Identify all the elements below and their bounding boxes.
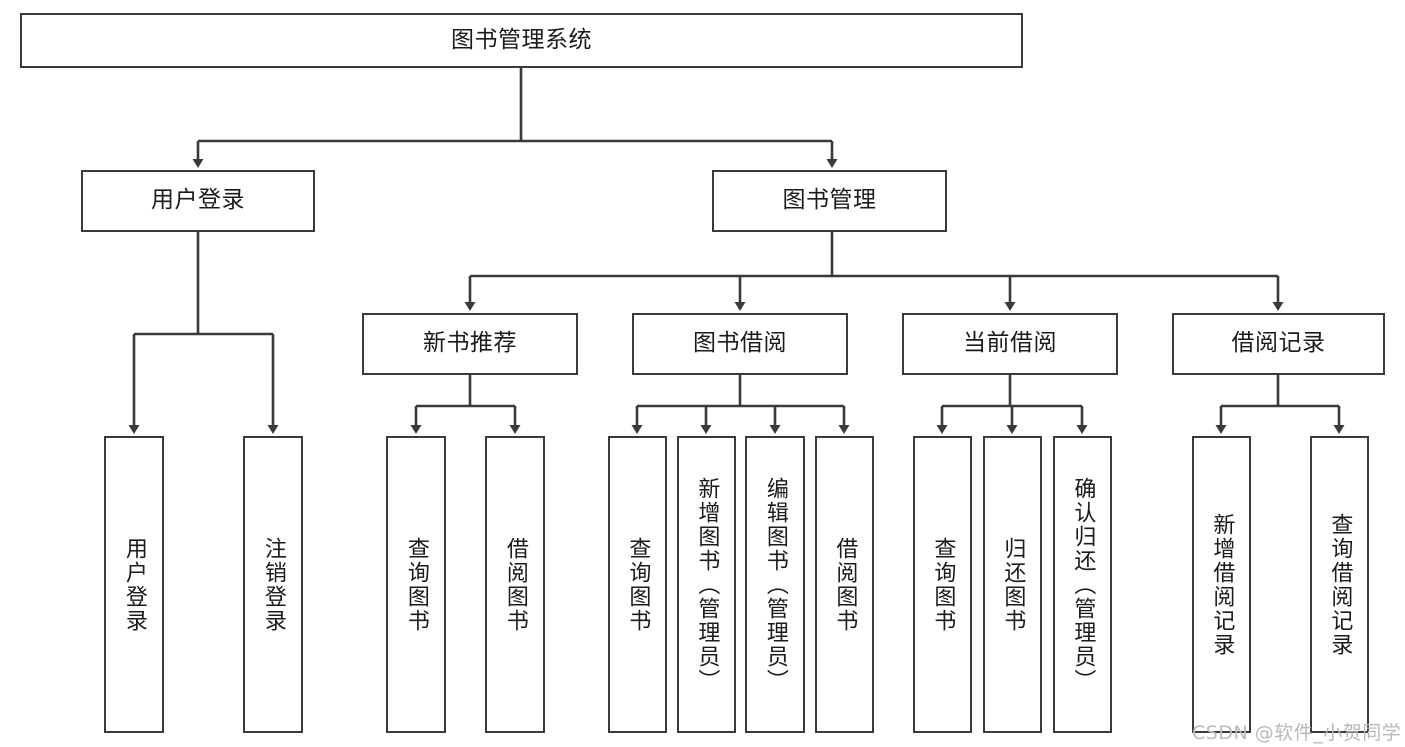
node-label: 图书借阅 <box>693 330 787 357</box>
node-label: 查询图书 <box>930 536 956 633</box>
node-leaf-query-books-current[interactable]: 查询图书 <box>913 436 972 733</box>
node-label: 归还图书 <box>1000 536 1026 633</box>
node-leaf-borrow-books[interactable]: 借阅图书 <box>815 436 874 733</box>
node-new-book-recommend[interactable]: 新书推荐 <box>362 313 578 375</box>
node-leaf-query-books-recommend[interactable]: 查询图书 <box>386 436 446 733</box>
node-label: 当前借阅 <box>963 330 1057 357</box>
node-current-borrow[interactable]: 当前借阅 <box>902 313 1118 375</box>
node-label: 新书推荐 <box>423 330 517 357</box>
node-label: 借阅图书 <box>832 536 858 633</box>
node-label: 图书管理 <box>782 187 877 214</box>
node-user-login[interactable]: 用户登录 <box>81 170 315 232</box>
node-label: 用户登录 <box>151 187 245 214</box>
node-leaf-user-login[interactable]: 用户登录 <box>104 436 164 733</box>
node-system-root[interactable]: 图书管理系统 <box>20 13 1023 68</box>
node-label: 编辑图书（管理员） <box>762 476 788 693</box>
node-leaf-edit-book-admin[interactable]: 编辑图书（管理员） <box>745 436 805 733</box>
node-leaf-borrow-books-recommend[interactable]: 借阅图书 <box>485 436 545 733</box>
node-label: 新增图书（管理员） <box>694 476 720 693</box>
node-leaf-query-books-borrow[interactable]: 查询图书 <box>608 436 667 733</box>
watermark-text: CSDN @软件_小贺同学 <box>1192 722 1402 744</box>
node-leaf-confirm-return-admin[interactable]: 确认归还（管理员） <box>1053 436 1112 733</box>
node-label: 借阅记录 <box>1231 330 1326 357</box>
node-label: 用户登录 <box>121 536 147 633</box>
node-leaf-query-borrow-record[interactable]: 查询借阅记录 <box>1310 436 1369 733</box>
node-leaf-add-borrow-record[interactable]: 新增借阅记录 <box>1192 436 1251 733</box>
node-leaf-add-book-admin[interactable]: 新增图书（管理员） <box>677 436 736 733</box>
node-label: 注销登录 <box>260 536 286 633</box>
node-label: 图书管理系统 <box>451 26 592 53</box>
node-label: 查询图书 <box>625 536 651 633</box>
node-book-management[interactable]: 图书管理 <box>712 170 947 232</box>
node-label: 查询图书 <box>403 536 429 633</box>
node-label: 借阅图书 <box>502 536 528 633</box>
node-book-borrow[interactable]: 图书借阅 <box>632 313 848 375</box>
node-leaf-return-books[interactable]: 归还图书 <box>983 436 1042 733</box>
node-label: 新增借阅记录 <box>1209 512 1235 657</box>
csdn-watermark: CSDN @软件_小贺同学 <box>1192 718 1401 745</box>
node-label: 查询借阅记录 <box>1327 512 1353 657</box>
node-label: 确认归还（管理员） <box>1070 476 1096 693</box>
node-leaf-logout[interactable]: 注销登录 <box>243 436 303 733</box>
node-borrow-records[interactable]: 借阅记录 <box>1172 313 1385 375</box>
